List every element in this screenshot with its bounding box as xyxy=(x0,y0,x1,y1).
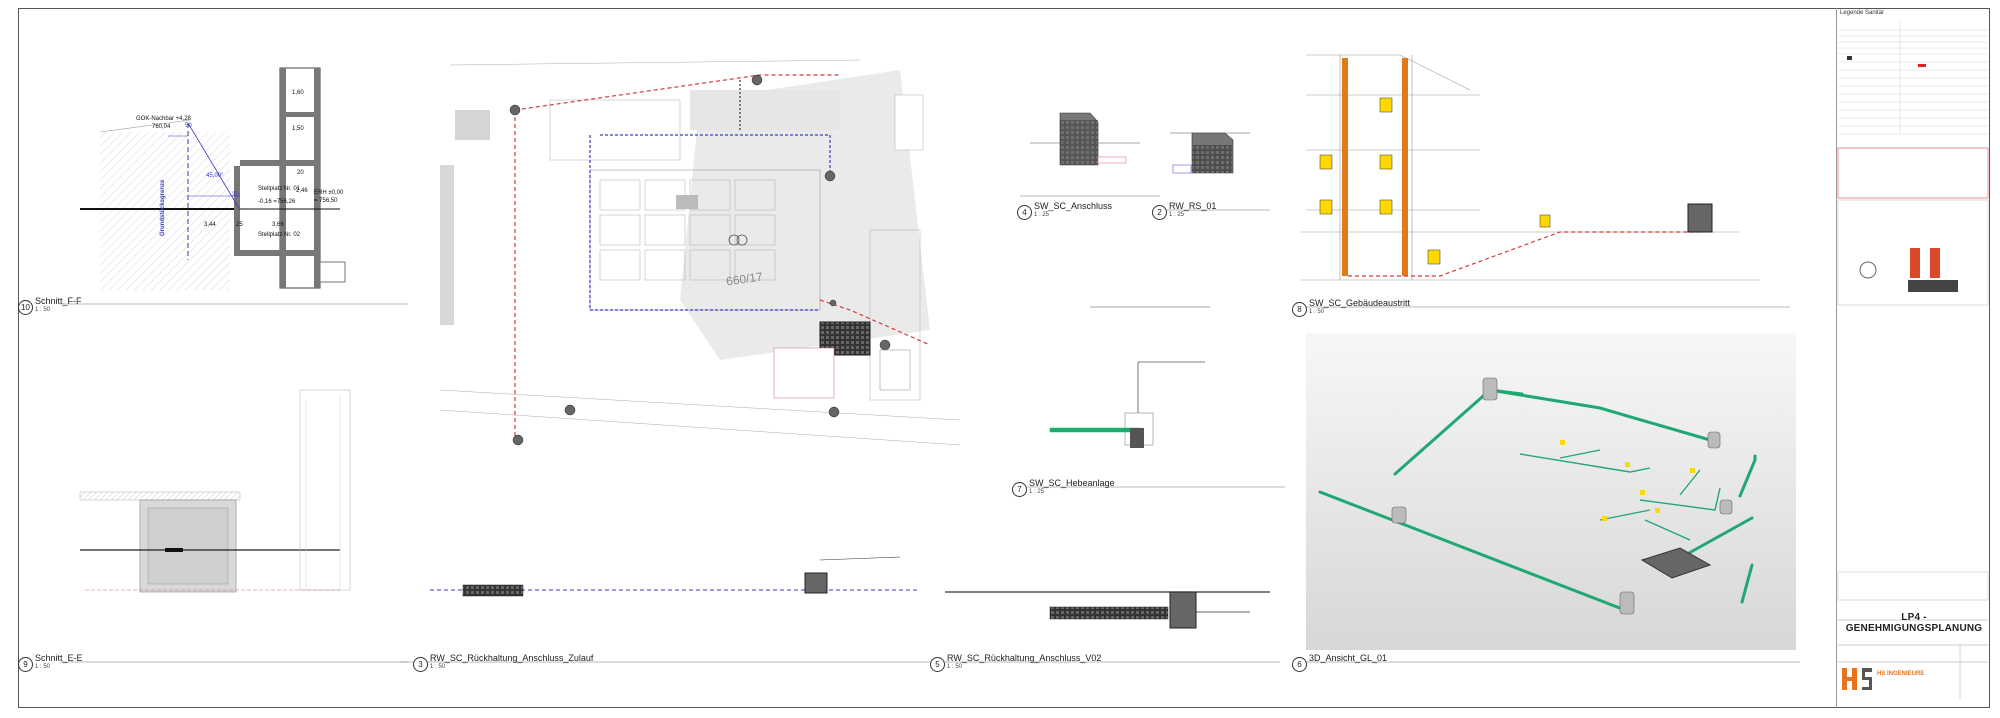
view-4-number: 4 xyxy=(1017,205,1032,220)
view-10-title: Schnitt_F-F xyxy=(35,296,82,306)
view-2-title: RW_RS_01 xyxy=(1169,201,1217,211)
legend-title: Legende Sanitär xyxy=(1840,10,1885,16)
hebeanlage-drawing xyxy=(1015,306,1285,488)
stellplatz-1-elev: -0,16 =756,26 xyxy=(258,199,296,205)
view-4-scale: 1 : 25 xyxy=(1034,212,1050,218)
dim-30: 30 xyxy=(232,192,239,198)
dim-366: 3,66 xyxy=(272,222,284,228)
view-7-title: SW_SC_Hebeanlage xyxy=(1029,478,1115,488)
view-10-scale: 1 : 50 xyxy=(35,307,51,313)
view-3-number: 3 xyxy=(413,657,428,672)
view-7-scale: 1 : 25 xyxy=(1029,489,1045,495)
phase-title: LP4 - GENEHMIGUNGSPLANUNG xyxy=(1845,612,1983,634)
view-9-scale: 1 : 50 xyxy=(35,664,51,670)
view-10-number: 10 xyxy=(18,300,33,315)
erh-value: = 756,50 xyxy=(314,198,338,204)
dim-50: 50 xyxy=(185,123,192,129)
zulauf-drawing xyxy=(400,556,930,663)
gok-value: 760,04 xyxy=(152,124,171,130)
dim-20: 20 xyxy=(297,170,304,176)
dim-160: 1,60 xyxy=(292,90,304,96)
stellplatz-2: Stellplatz Nr. 02 xyxy=(258,232,301,238)
dim-344: 3,44 xyxy=(204,222,216,228)
view-2-scale: 1 : 25 xyxy=(1169,212,1185,218)
dim-25: 25 xyxy=(236,222,243,228)
view-6-title: 3D_Ansicht_GL_01 xyxy=(1309,653,1388,663)
title-block-graphics xyxy=(1837,20,1989,700)
view-8-number: 8 xyxy=(1292,302,1307,317)
view-8-title: SW_SC_Gebäudeaustritt xyxy=(1309,298,1411,308)
view-4-title: SW_SC_Anschluss xyxy=(1034,201,1113,211)
dim-246: 2,46 xyxy=(296,188,308,194)
view-5-scale: 1 : 50 xyxy=(947,664,963,670)
gok-label: GOK-Nachbar +4,28 xyxy=(136,116,191,122)
view-3-title: RW_SC_Rückhaltung_Anschluss_Zulauf xyxy=(430,653,594,663)
view-3-scale: 1 : 50 xyxy=(430,664,446,670)
gebaeudeaustritt-drawing xyxy=(1300,54,1790,308)
view-5-number: 5 xyxy=(930,657,945,672)
angle-label: 45,00° xyxy=(206,173,224,179)
v02-drawing xyxy=(940,591,1280,663)
stellplatz-1: Stellplatz Nr. 01 xyxy=(258,186,301,192)
view-9-number: 9 xyxy=(18,657,33,672)
view-7-number: 7 xyxy=(1012,482,1027,497)
sw-anschluss-drawing xyxy=(1020,112,1160,197)
title-block: Legende Sanitär LP4 - GENEHMIGUNGSPLANUN… xyxy=(1836,8,1990,708)
view-9-title: Schnitt_E-E xyxy=(35,653,83,663)
section-ff-drawing xyxy=(60,67,408,305)
view-8-scale: 1 : 50 xyxy=(1309,309,1325,315)
company-name: HS INGENIEURE xyxy=(1877,671,1925,677)
dim-150: 1,50 xyxy=(292,126,304,132)
view-5-title: RW_SC_Rückhaltung_Anschluss_V02 xyxy=(947,653,1102,663)
view-6-number: 6 xyxy=(1292,657,1307,672)
3d-view-drawing xyxy=(1300,333,1800,663)
erh-label: ERH ±0,00 xyxy=(314,190,344,196)
section-ee-drawing xyxy=(60,389,408,663)
view-2-number: 2 xyxy=(1152,205,1167,220)
site-plan-drawing xyxy=(439,55,961,455)
rw-rs-drawing xyxy=(1155,132,1270,211)
boundary-label: Grundstücksgrenze xyxy=(160,179,166,236)
